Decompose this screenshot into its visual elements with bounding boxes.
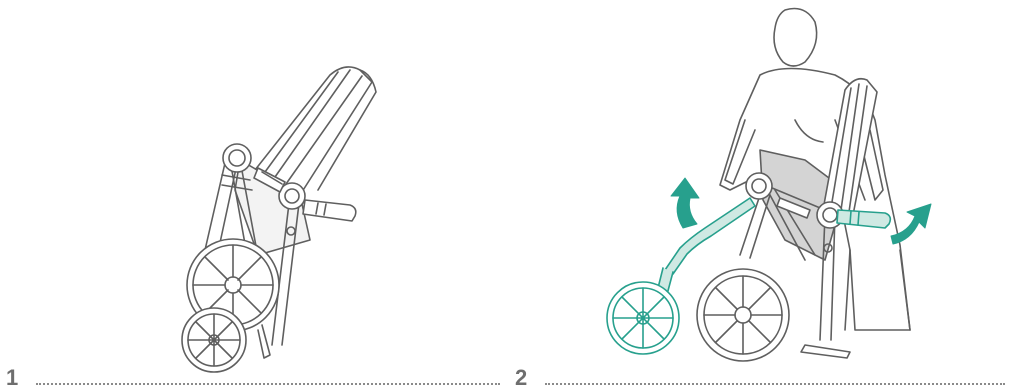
up-arrow-left-icon (671, 178, 699, 228)
front-wheel (182, 308, 246, 372)
step-2-panel: 2 (505, 0, 1009, 391)
step-2-footer: 2 (515, 366, 1005, 390)
person-head (774, 9, 817, 67)
unfolding-stroller-illustration (505, 0, 1009, 391)
folded-stroller-illustration (0, 0, 500, 391)
step-number: 2 (515, 367, 527, 389)
step-number: 1 (6, 367, 18, 389)
handle (303, 200, 356, 221)
foot-lever (258, 325, 270, 358)
dotted-separator (36, 371, 500, 385)
dotted-separator (545, 371, 1005, 385)
step-1-footer: 1 (6, 366, 500, 390)
foot-plate (801, 345, 850, 358)
rear-wheel (697, 269, 789, 361)
up-arrow-right-icon (891, 204, 931, 244)
step-1-panel: 1 (0, 0, 500, 391)
front-wheel-highlight (607, 282, 679, 354)
